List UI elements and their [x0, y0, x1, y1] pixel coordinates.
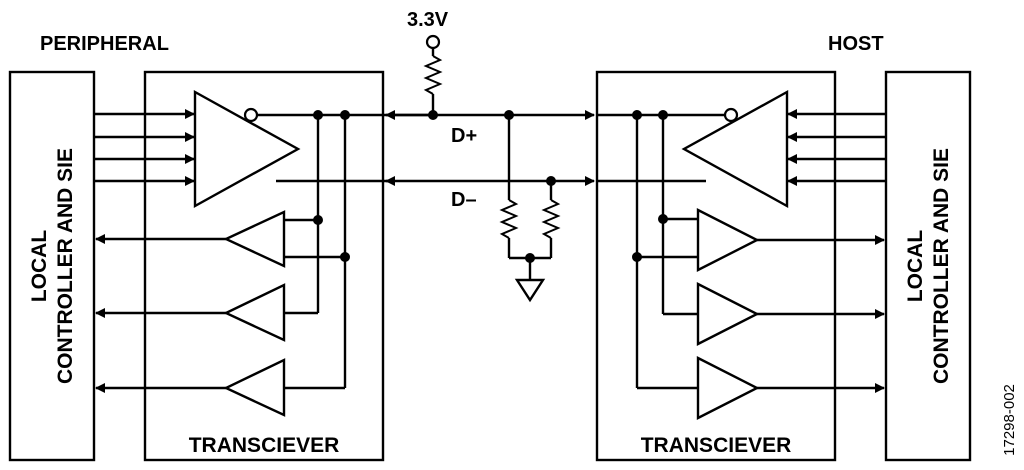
junction-dot	[340, 110, 350, 120]
supply-voltage-label: 3.3V	[407, 9, 449, 31]
peripheral-label: PERIPHERAL	[40, 33, 169, 55]
host-driver-inversion-bubble	[723, 107, 739, 123]
junction-dot	[632, 110, 642, 120]
host-transceiver-label: TRANSCIEVER	[641, 434, 792, 457]
peripheral-controller-label: CONTROLLER AND SIE	[54, 148, 77, 384]
peripheral-controller-box	[8, 70, 96, 462]
peripheral-transceiver-label: TRANSCIEVER	[189, 434, 340, 457]
junction-dot	[313, 110, 323, 120]
ground-symbol-icon	[514, 278, 546, 303]
host-driver-triangle	[681, 89, 789, 209]
junction-dot	[313, 215, 323, 225]
peripheral-driver-inversion-bubble	[243, 107, 259, 123]
pullup-resistor	[423, 55, 443, 95]
junction-dot	[632, 252, 642, 262]
junction-dot	[658, 110, 668, 120]
junction-dot	[546, 176, 556, 186]
pulldown-dminus-resistor	[541, 199, 561, 239]
host-receiver-1	[696, 208, 760, 272]
d-plus-label: D+	[451, 125, 477, 147]
figure-id-label: 17298-002	[1001, 384, 1018, 456]
host-label: HOST	[828, 33, 884, 55]
supply-terminal	[425, 34, 441, 50]
host-controller-box	[884, 70, 972, 462]
host-controller-label: CONTROLLER AND SIE	[930, 148, 953, 384]
peripheral-receiver-1	[223, 210, 286, 268]
junction-dot	[658, 214, 668, 224]
host-local-label: LOCAL	[904, 230, 927, 302]
pulldown-dplus-resistor	[499, 199, 519, 239]
junction-dot	[504, 110, 514, 120]
junction-dot	[340, 252, 350, 262]
junction-dot	[428, 110, 438, 120]
d-minus-label: D–	[451, 189, 477, 211]
peripheral-local-label: LOCAL	[28, 230, 51, 302]
peripheral-driver-triangle	[193, 89, 301, 209]
